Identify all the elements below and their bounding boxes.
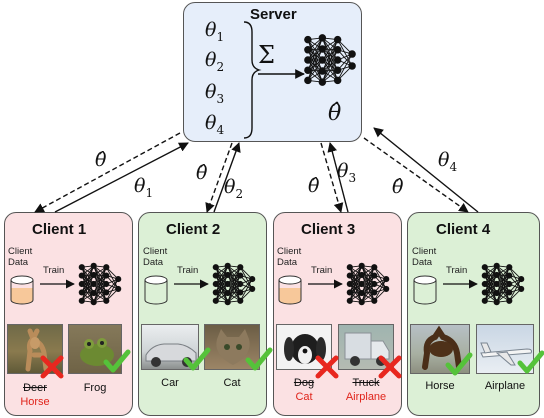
server-neural-network-icon	[304, 34, 356, 86]
client-2-image-1-label: Car	[161, 377, 179, 389]
link-2-uplink-arrow	[213, 142, 241, 213]
client-3-image-2-correction: Airplane	[345, 391, 387, 403]
client-3-neural-network-icon	[346, 262, 390, 306]
client-4-image-1-check-icon	[445, 352, 473, 376]
client-2-neural-network-icon	[212, 262, 256, 306]
client-3-image-2-cross-icon	[378, 355, 402, 379]
link-4-uplink-arrow	[373, 127, 479, 213]
link-4-up-label: θ4	[438, 149, 458, 174]
client-3-image-1-cross-icon	[315, 355, 339, 379]
link-3-up-label: θ3	[337, 160, 357, 185]
client-4-title: Client 4	[436, 221, 491, 238]
cat-face-icon	[216, 329, 250, 365]
client-2-empty-data-can-icon	[144, 275, 168, 305]
link-2-up-label: θ2	[224, 176, 244, 201]
link-1-up-label: θ1	[134, 175, 154, 200]
client-4-image-2-label: Airplane	[484, 380, 526, 392]
client-4-empty-data-can-icon	[413, 275, 437, 305]
client-1-image-2-check-icon	[103, 349, 131, 373]
link-3-downlink-arrow	[320, 142, 344, 213]
link-4-downlink-arrow	[363, 137, 469, 213]
client-3-orange-data-can-icon	[278, 275, 302, 305]
client-1-image-1-correction: Horse	[20, 396, 50, 408]
client-1-train-label: Train	[43, 265, 65, 276]
server-param-1: θ1	[205, 19, 225, 44]
client-2-image-1-check-icon	[183, 347, 211, 371]
client-2-image-2-label: Cat	[223, 377, 241, 389]
server-param-2: θ2	[205, 49, 225, 74]
link-2-down-label: θ̂	[196, 162, 208, 184]
link-2-downlink-arrow	[205, 142, 233, 213]
link-1-downlink-arrow	[34, 132, 181, 213]
server-box	[183, 2, 362, 142]
client-4-neural-network-icon	[481, 262, 525, 306]
truck-silhouette-icon	[344, 332, 390, 366]
server-param-4: θ4	[205, 112, 225, 137]
sum-symbol: Σ	[258, 41, 275, 69]
server-param-3: θ3	[205, 81, 225, 106]
client-1-neural-network-icon	[78, 262, 122, 306]
client-3-train-label: Train	[311, 265, 333, 276]
link-1-uplink-arrow	[54, 142, 189, 213]
client-2-title: Client 2	[166, 221, 221, 238]
horse-photo	[410, 324, 470, 374]
client-3-image-1-label: Dog	[293, 377, 315, 389]
client-4-image-2-check-icon	[517, 350, 544, 374]
deer-silhouette-icon	[25, 328, 49, 372]
link-1-down-label: θ̂	[95, 149, 107, 171]
airplane-silhouette-icon	[480, 342, 532, 366]
client-1-box	[4, 212, 133, 416]
client-3-image-2-label: Truck	[352, 377, 380, 389]
client-4-box	[407, 212, 540, 416]
client-3-box	[273, 212, 402, 416]
client-1-image-2-label: Frog	[83, 382, 107, 394]
link-3-uplink-arrow	[327, 142, 349, 213]
client-2-train-label: Train	[177, 265, 199, 276]
client-1-image-1-label: Deer	[23, 382, 47, 394]
client-2-image-2-check-icon	[245, 347, 273, 371]
server-aggregate-theta-hat: θ̂	[328, 101, 342, 126]
client-1-title: Client 1	[32, 221, 87, 238]
client-1-orange-data-can-icon	[10, 275, 34, 305]
server-brace-icon	[243, 21, 262, 139]
client-4-train-label: Train	[446, 265, 468, 276]
link-3-down-label: θ̂	[308, 175, 320, 197]
link-4-down-label: θ̂	[392, 176, 404, 198]
client-1-image-1-cross-icon	[40, 355, 64, 379]
horse-silhouette-icon	[422, 325, 462, 370]
server-title: Server	[250, 6, 297, 23]
dog-face-icon	[284, 334, 326, 364]
client-4-image-1-label: Horse	[425, 380, 455, 392]
client-3-image-1-correction: Cat	[295, 391, 313, 403]
frog-photo	[68, 324, 122, 374]
client-2-box	[138, 212, 267, 416]
client-3-title: Client 3	[301, 221, 356, 238]
